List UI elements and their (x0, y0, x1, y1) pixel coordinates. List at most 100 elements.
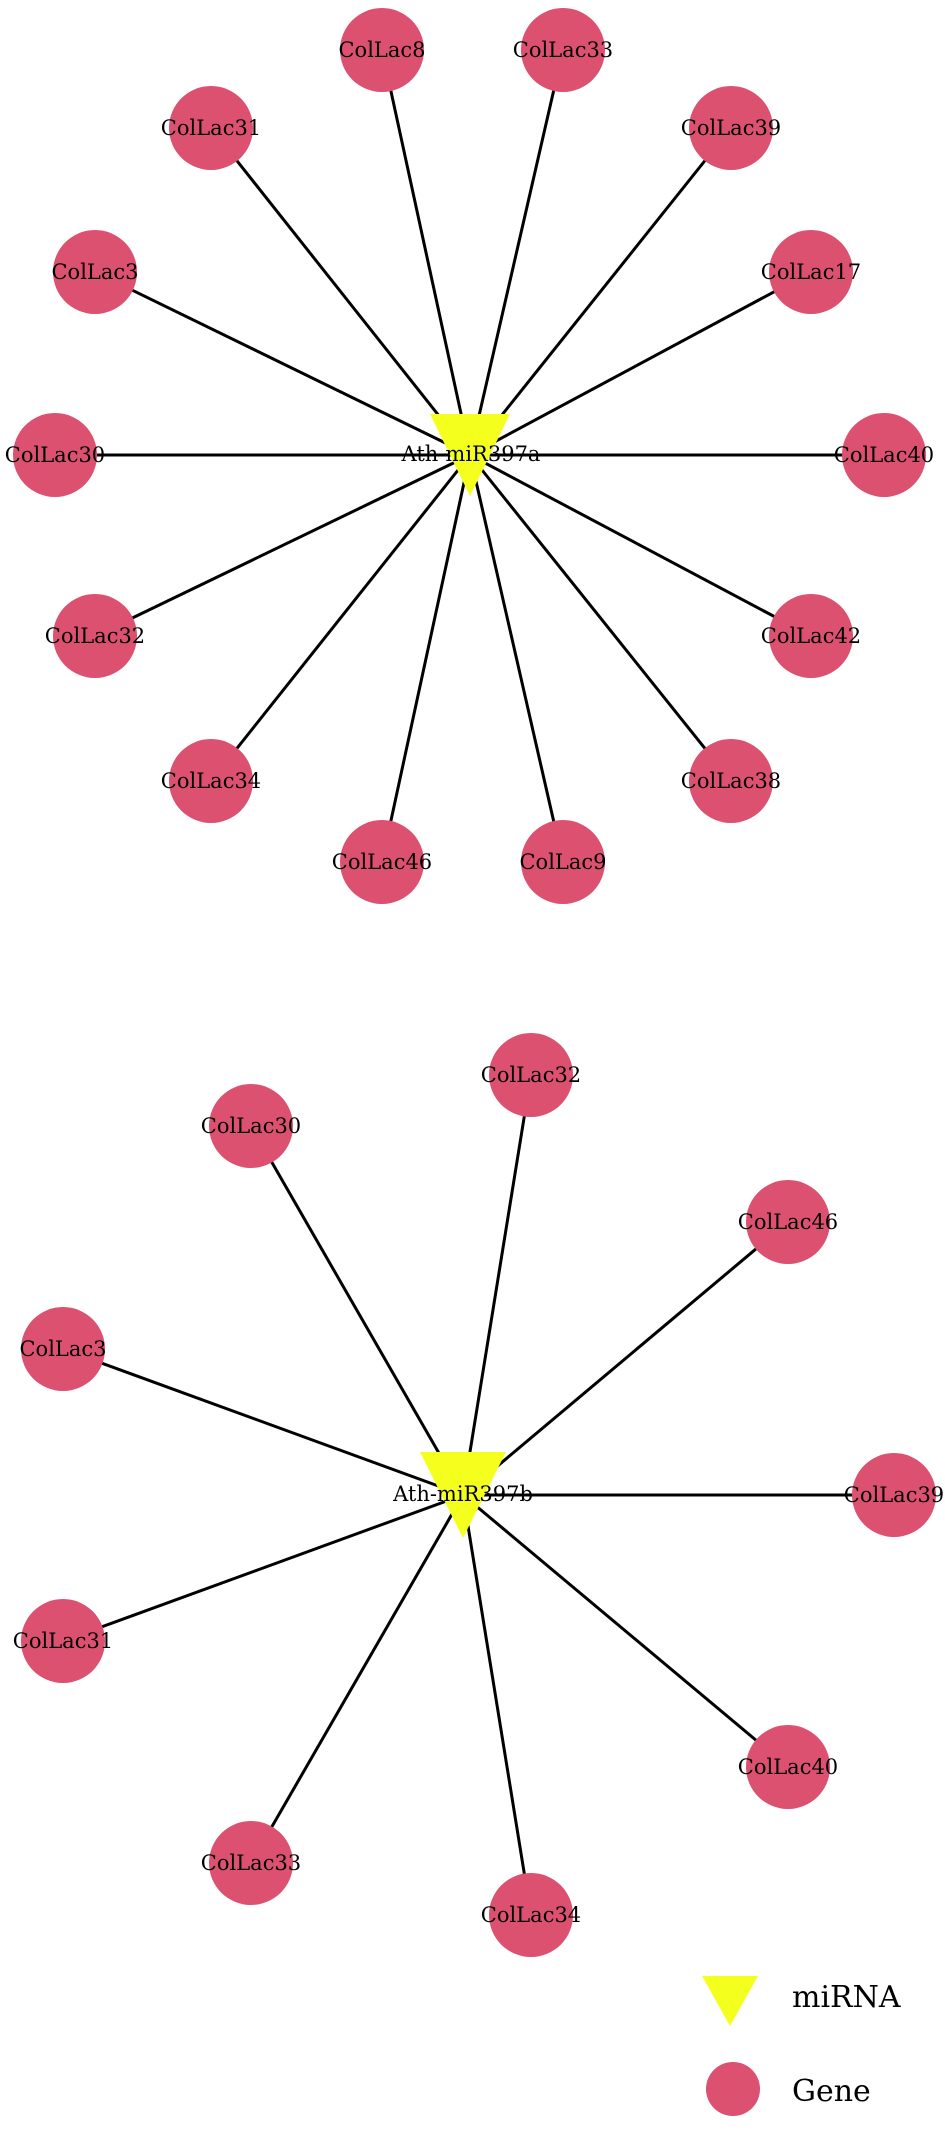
edges-mir397b (62, 1074, 894, 1916)
gene-node-collac39: ColLac39 (844, 1453, 944, 1537)
gene-circle-icon (53, 230, 137, 314)
gene-circle-icon (489, 1033, 573, 1117)
gene-circle-icon (769, 594, 853, 678)
gene-label: ColLac17 (761, 260, 861, 284)
gene-circle-icon (706, 2062, 760, 2116)
edge-collac46 (462, 1220, 789, 1497)
edge-collac38 (468, 454, 733, 782)
gene-node-collac34: ColLac34 (481, 1873, 581, 1957)
gene-circle-icon (746, 1180, 830, 1264)
mirna-triangle-icon (702, 1976, 758, 2026)
edge-collac34 (209, 454, 472, 782)
legend-item-gene: Gene (706, 2062, 871, 2116)
gene-label: ColLac9 (519, 850, 606, 874)
gene-label: ColLac32 (481, 1063, 581, 1087)
legend-mirna-label: miRNA (792, 1980, 901, 2015)
gene-node-collac46: ColLac46 (332, 820, 432, 904)
gene-circle-icon (209, 1084, 293, 1168)
gene-label: ColLac39 (844, 1483, 944, 1507)
gene-circle-icon (852, 1453, 936, 1537)
gene-label: ColLac46 (332, 850, 432, 874)
gene-circle-icon (521, 820, 605, 904)
gene-label: ColLac32 (45, 624, 145, 648)
gene-circle-icon (21, 1307, 105, 1391)
gene-node-collac39: ColLac39 (681, 86, 781, 170)
gene-node-collac17: ColLac17 (761, 230, 861, 314)
legend-item-mirna: miRNA (702, 1976, 901, 2026)
gene-node-collac33: ColLac33 (201, 1821, 301, 1905)
gene-node-collac32: ColLac32 (45, 594, 145, 678)
gene-circle-icon (209, 1821, 293, 1905)
legend-gene-label: Gene (792, 2074, 871, 2109)
gene-circle-icon (842, 413, 926, 497)
gene-circle-icon (340, 8, 424, 92)
gene-node-collac42: ColLac42 (761, 594, 861, 678)
gene-circle-icon (521, 8, 605, 92)
edge-collac40 (462, 1493, 789, 1769)
gene-circle-icon (340, 820, 424, 904)
gene-label: ColLac31 (13, 1629, 113, 1653)
genes-mir397b: ColLac32ColLac46ColLac39ColLac40ColLac34… (13, 1033, 944, 1957)
gene-circle-icon (746, 1725, 830, 1809)
gene-label: ColLac40 (834, 443, 934, 467)
gene-label: ColLac33 (201, 1851, 301, 1875)
gene-node-collac30: ColLac30 (5, 413, 105, 497)
gene-node-collac40: ColLac40 (834, 413, 934, 497)
mirna-triangle-icon (430, 414, 510, 496)
gene-node-collac32: ColLac32 (481, 1033, 581, 1117)
gene-node-collac3: ColLac3 (19, 1307, 107, 1391)
gene-node-collac30: ColLac30 (201, 1084, 301, 1168)
gene-label: ColLac33 (513, 38, 613, 62)
gene-circle-icon (53, 594, 137, 678)
edge-collac33 (468, 49, 565, 456)
gene-label: ColLac34 (481, 1903, 581, 1927)
gene-circle-icon (21, 1599, 105, 1683)
gene-node-collac3: ColLac3 (51, 230, 139, 314)
gene-node-collac34: ColLac34 (161, 739, 261, 823)
gene-label: ColLac34 (161, 769, 261, 793)
edges-mir397a (55, 49, 884, 863)
gene-circle-icon (489, 1873, 573, 1957)
edge-collac39 (468, 127, 733, 456)
gene-circle-icon (13, 413, 97, 497)
edge-collac8 (380, 49, 472, 456)
gene-node-collac40: ColLac40 (738, 1725, 838, 1809)
gene-circle-icon (169, 86, 253, 170)
gene-circle-icon (169, 739, 253, 823)
gene-node-collac9: ColLac9 (519, 820, 607, 904)
network-mir397b: ColLac32ColLac46ColLac39ColLac40ColLac34… (13, 1033, 944, 1957)
mirna-node-mir397a: Ath-miR397a (401, 414, 541, 496)
edge-collac3 (62, 1347, 464, 1497)
mirna-label: Ath-miR397a (401, 442, 541, 466)
gene-label: ColLac46 (738, 1210, 838, 1234)
edge-collac42 (469, 453, 812, 638)
gene-label: ColLac31 (161, 116, 261, 140)
edge-collac33 (249, 1494, 465, 1864)
mirna-node-mir397b: Ath-miR397b (392, 1452, 533, 1538)
edge-collac31 (62, 1493, 464, 1643)
gene-circle-icon (769, 230, 853, 314)
gene-node-collac33: ColLac33 (513, 8, 613, 92)
edge-collac46 (380, 454, 472, 863)
gene-label: ColLac8 (338, 38, 425, 62)
gene-label: ColLac3 (19, 1337, 106, 1361)
gene-label: ColLac40 (738, 1755, 838, 1779)
gene-label: ColLac30 (201, 1114, 301, 1138)
gene-circle-icon (689, 86, 773, 170)
mirna-label: Ath-miR397b (392, 1482, 533, 1506)
gene-label: ColLac38 (681, 769, 781, 793)
gene-label: ColLac42 (761, 624, 861, 648)
gene-label: ColLac30 (5, 443, 105, 467)
gene-label: ColLac3 (51, 260, 138, 284)
gene-node-collac8: ColLac8 (338, 8, 426, 92)
gene-circle-icon (689, 739, 773, 823)
gene-node-collac31: ColLac31 (13, 1599, 113, 1683)
edge-collac32 (461, 1074, 533, 1496)
edge-collac17 (469, 270, 812, 457)
edge-collac3 (94, 270, 471, 457)
gene-node-collac38: ColLac38 (681, 739, 781, 823)
edge-collac30 (249, 1125, 465, 1496)
